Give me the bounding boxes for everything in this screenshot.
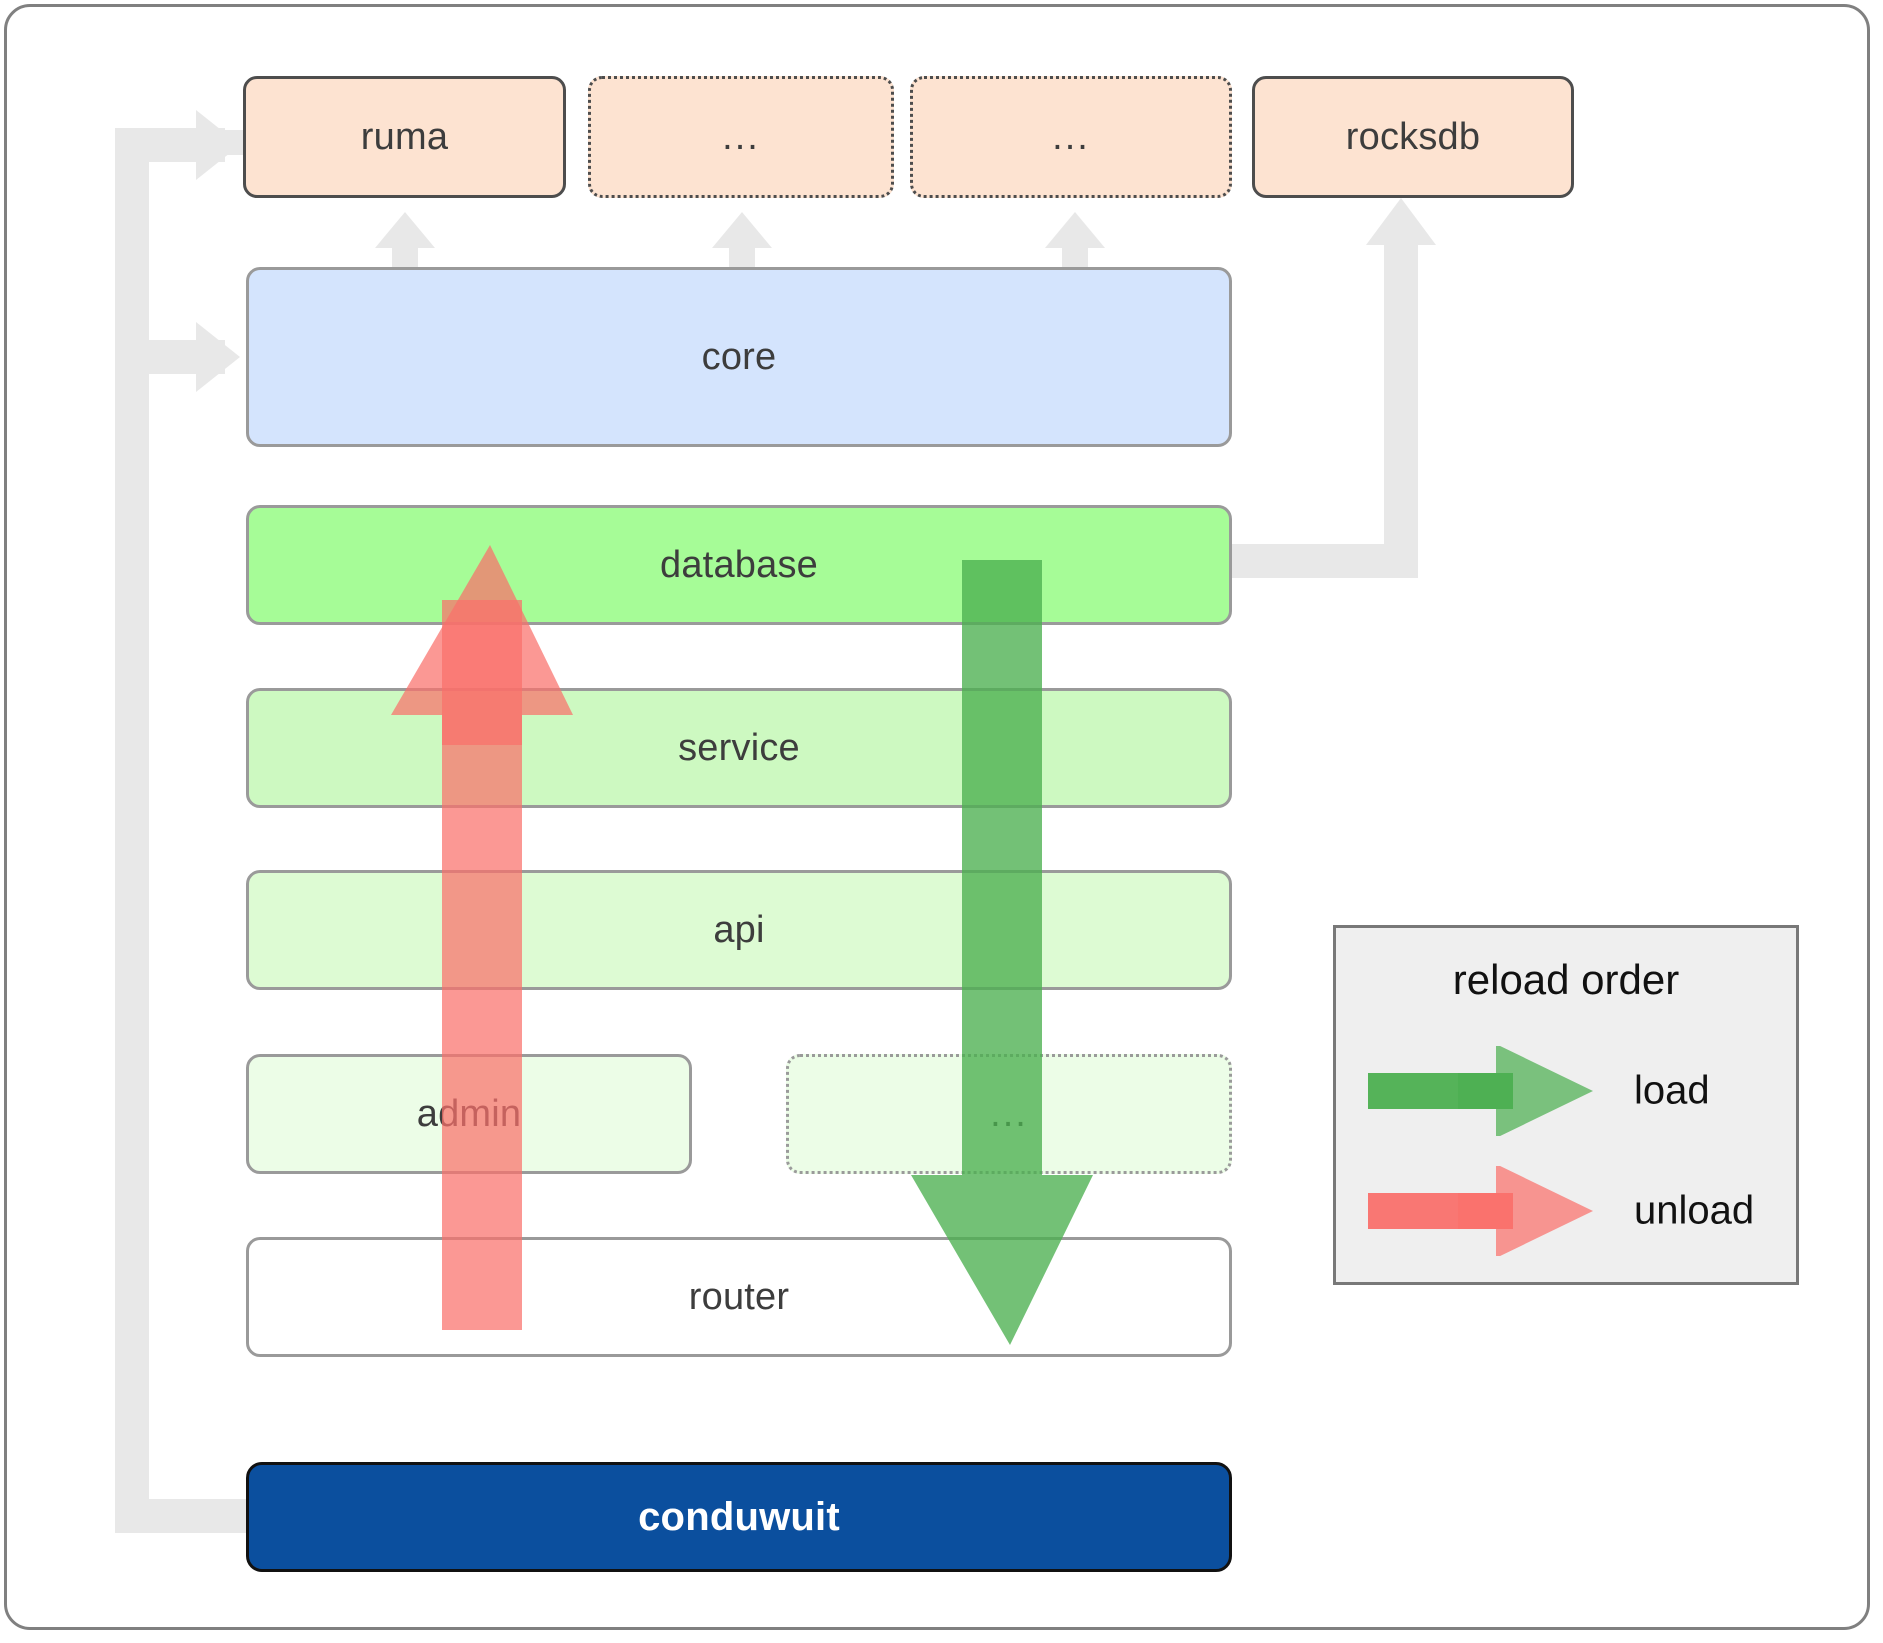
dep-ellipsis-2[interactable]: ...: [910, 76, 1232, 198]
legend-load-arrow-icon: [1368, 1046, 1593, 1136]
layer-admin[interactable]: admin: [246, 1054, 692, 1174]
node-core[interactable]: core: [246, 267, 1232, 447]
dep-rocksdb[interactable]: rocksdb: [1252, 76, 1574, 198]
dep-ellipsis-1-label: ...: [722, 115, 760, 158]
layer-service[interactable]: service: [246, 688, 1232, 808]
legend-unload-label: unload: [1634, 1188, 1755, 1233]
core-label: core: [701, 335, 777, 378]
layer-router-label: router: [688, 1275, 790, 1318]
legend-row-load: load: [1336, 1046, 1796, 1136]
layer-ellipsis-label: ...: [990, 1092, 1028, 1135]
layer-database[interactable]: database: [246, 505, 1232, 625]
layer-api-label: api: [713, 908, 765, 951]
legend-title: reload order: [1452, 956, 1680, 1003]
dep-ruma-label: ruma: [360, 115, 449, 158]
layer-ellipsis[interactable]: ...: [786, 1054, 1232, 1174]
dep-ellipsis-2-label: ...: [1052, 115, 1090, 158]
dep-ruma[interactable]: ruma: [243, 76, 566, 198]
legend-panel: reload order load unload: [1333, 925, 1799, 1285]
legend-row-unload: unload: [1336, 1166, 1796, 1256]
conduwuit-label: conduwuit: [638, 1494, 840, 1539]
legend-load-label: load: [1634, 1068, 1710, 1113]
dep-rocksdb-label: rocksdb: [1345, 115, 1481, 158]
layer-service-label: service: [678, 726, 800, 769]
layer-admin-label: admin: [416, 1092, 522, 1135]
node-conduwuit[interactable]: conduwuit: [246, 1462, 1232, 1572]
diagram-frame: [4, 4, 1870, 1630]
layer-database-label: database: [660, 543, 818, 586]
layer-api[interactable]: api: [246, 870, 1232, 990]
legend-unload-arrow-icon: [1368, 1166, 1593, 1256]
dep-ellipsis-1[interactable]: ...: [588, 76, 894, 198]
layer-router[interactable]: router: [246, 1237, 1232, 1357]
